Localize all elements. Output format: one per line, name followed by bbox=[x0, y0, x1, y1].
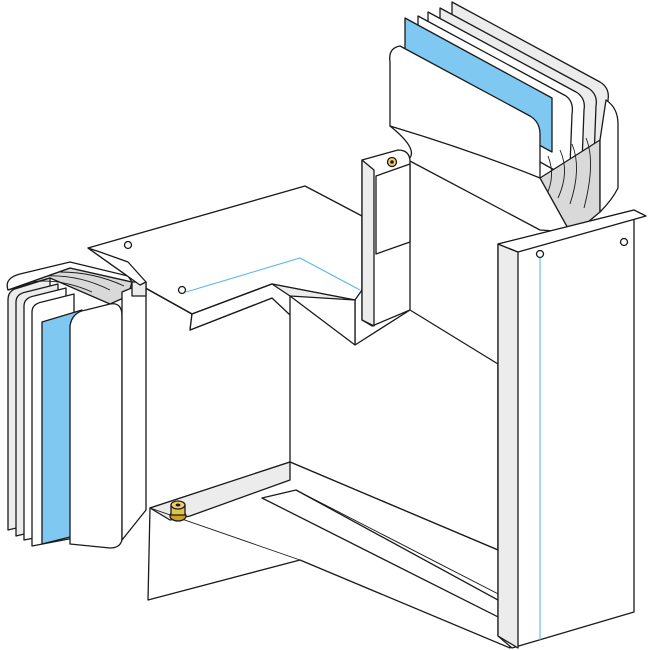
housing-hole-left bbox=[535, 249, 545, 259]
right-pack-side-panel bbox=[599, 99, 619, 213]
left-pack-front-flange bbox=[69, 303, 123, 549]
bottom-channel bbox=[147, 461, 521, 649]
riser-bracket-side bbox=[361, 159, 375, 327]
housing-hole-right bbox=[619, 237, 629, 247]
top-plate-left-flange bbox=[87, 247, 147, 286]
left-busbar-pack bbox=[6, 261, 147, 549]
vertical-housing bbox=[497, 209, 647, 649]
housing-side-face bbox=[497, 243, 519, 649]
right-pack-sleeve bbox=[389, 125, 571, 233]
top-cover-plate bbox=[87, 185, 363, 346]
top-plate-wire bbox=[185, 257, 361, 293]
brass-fitting bbox=[169, 500, 187, 522]
riser-bracket-tab bbox=[375, 163, 411, 255]
left-pack-sleeve bbox=[121, 281, 147, 541]
right-busbar-pack bbox=[389, 1, 619, 233]
top-plate-hole-left bbox=[123, 240, 133, 250]
left-pack-top-cap bbox=[6, 261, 133, 291]
top-plate-hole-front bbox=[177, 285, 187, 295]
riser-bracket bbox=[361, 149, 411, 327]
housing-top-lip bbox=[497, 209, 647, 253]
